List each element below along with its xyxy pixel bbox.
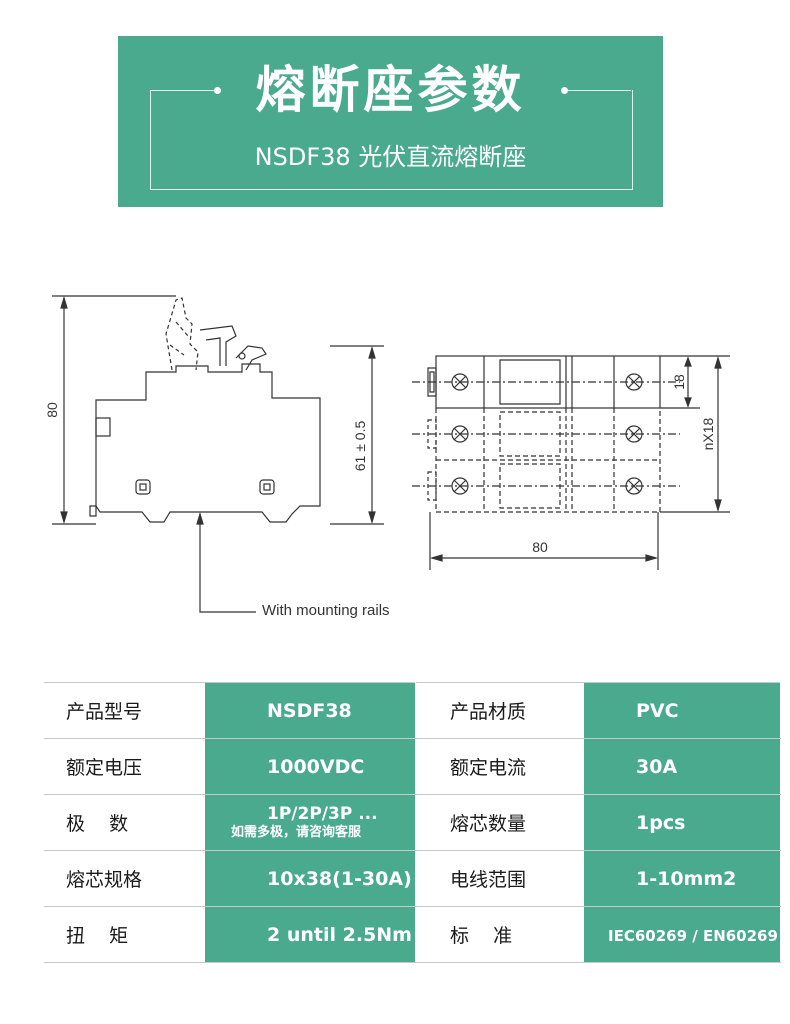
page-title: 熔断座参数	[255, 61, 526, 119]
spec-value-text: IEC60269 / EN60269	[608, 926, 778, 945]
spec-value: 1P/2P/3P ... 如需多极，请咨询客服	[204, 794, 416, 851]
spec-value-text: PVC	[636, 699, 679, 722]
spec-value-note: 如需多极，请咨询客服	[231, 824, 362, 840]
banner-frame	[150, 90, 633, 190]
side-view-foot	[89, 505, 97, 517]
spec-value: IEC60269 / EN60269	[583, 906, 781, 963]
spec-value-text: 1P/2P/3P ...	[267, 803, 378, 824]
side-view-body	[95, 363, 321, 523]
spec-value: NSDF38	[204, 682, 416, 739]
spec-value-text: 1000VDC	[267, 755, 365, 778]
spec-label: 熔芯规格	[44, 850, 205, 907]
spec-value-text: 1-10mm2	[636, 867, 737, 890]
latch	[235, 345, 267, 371]
technical-drawings: 80 61 ± 0.5 18 nX18 80	[0, 280, 790, 630]
spec-label: 额定电流	[415, 738, 584, 795]
spec-value: 1000VDC	[204, 738, 416, 795]
spec-label: 扭 矩	[44, 906, 205, 963]
spec-label: 极 数	[44, 794, 205, 851]
dim-61-vertical	[330, 345, 384, 525]
frame-line-right	[565, 90, 631, 91]
table-row: 产品型号 NSDF38 产品材质 PVC	[44, 682, 781, 739]
side-view-tab	[95, 417, 111, 437]
spec-label: 标 准	[415, 906, 584, 963]
dim-61-label: 61 ± 0.5	[352, 421, 368, 472]
spec-value-text: 10x38(1-30A)	[267, 867, 412, 890]
spec-value: 2 until 2.5Nm	[204, 906, 416, 963]
page-subtitle: NSDF38 光伏直流熔断座	[254, 143, 527, 171]
top-view-module-2-3	[435, 408, 661, 513]
spec-value: 10x38(1-30A)	[204, 850, 416, 907]
screw-right-inner	[263, 483, 271, 491]
lid-hinge	[199, 325, 237, 366]
spec-value: 1pcs	[583, 794, 781, 851]
spec-table: 产品型号 NSDF38 产品材质 PVC 额定电压 1000VDC 额定电流 3…	[44, 682, 781, 963]
spec-value: 30A	[583, 738, 781, 795]
rail-label: With mounting rails	[262, 602, 390, 619]
rail-leader	[199, 514, 256, 613]
screw-left-inner	[139, 483, 147, 491]
open-lid	[165, 297, 199, 371]
header-banner: 熔断座参数 NSDF38 光伏直流熔断座	[118, 36, 663, 207]
spec-value: 1-10mm2	[583, 850, 781, 907]
drawing-svg: 80 61 ± 0.5 18 nX18 80	[44, 295, 730, 613]
table-row: 极 数 1P/2P/3P ... 如需多极，请咨询客服 熔芯数量 1pcs	[44, 794, 781, 851]
dim-80-side-label: 80	[44, 402, 60, 418]
spec-label-text: 标 准	[450, 925, 513, 947]
spec-label: 产品材质	[415, 682, 584, 739]
dim-80-top-label: 80	[532, 539, 548, 555]
spec-label: 电线范围	[415, 850, 584, 907]
spec-label: 额定电压	[44, 738, 205, 795]
spec-label: 熔芯数量	[415, 794, 584, 851]
screw-right	[259, 479, 275, 495]
decor-dot-right	[561, 87, 568, 94]
spec-value-text: NSDF38	[267, 699, 352, 722]
spec-value: PVC	[583, 682, 781, 739]
dim-80-horizontal	[429, 512, 659, 570]
spec-label-text: 极 数	[66, 813, 129, 835]
table-row: 额定电压 1000VDC 额定电流 30A	[44, 738, 781, 795]
screw-left	[135, 479, 151, 495]
spec-value-text: 2 until 2.5Nm	[267, 923, 412, 946]
table-row: 扭 矩 2 until 2.5Nm 标 准 IEC60269 / EN60269	[44, 906, 781, 963]
dim-18-label: 18	[671, 374, 687, 390]
frame-line-left	[150, 90, 216, 91]
table-row: 熔芯规格 10x38(1-30A) 电线范围 1-10mm2	[44, 850, 781, 907]
spec-value-text: 30A	[636, 755, 678, 778]
dim-nx18	[660, 358, 730, 513]
decor-dot-left	[214, 87, 221, 94]
spec-label: 产品型号	[44, 682, 205, 739]
spec-value-text: 1pcs	[636, 811, 686, 834]
dim-80-vertical	[52, 295, 176, 525]
dim-nx18-label: nX18	[700, 417, 716, 450]
spec-label-text: 扭 矩	[66, 925, 129, 947]
